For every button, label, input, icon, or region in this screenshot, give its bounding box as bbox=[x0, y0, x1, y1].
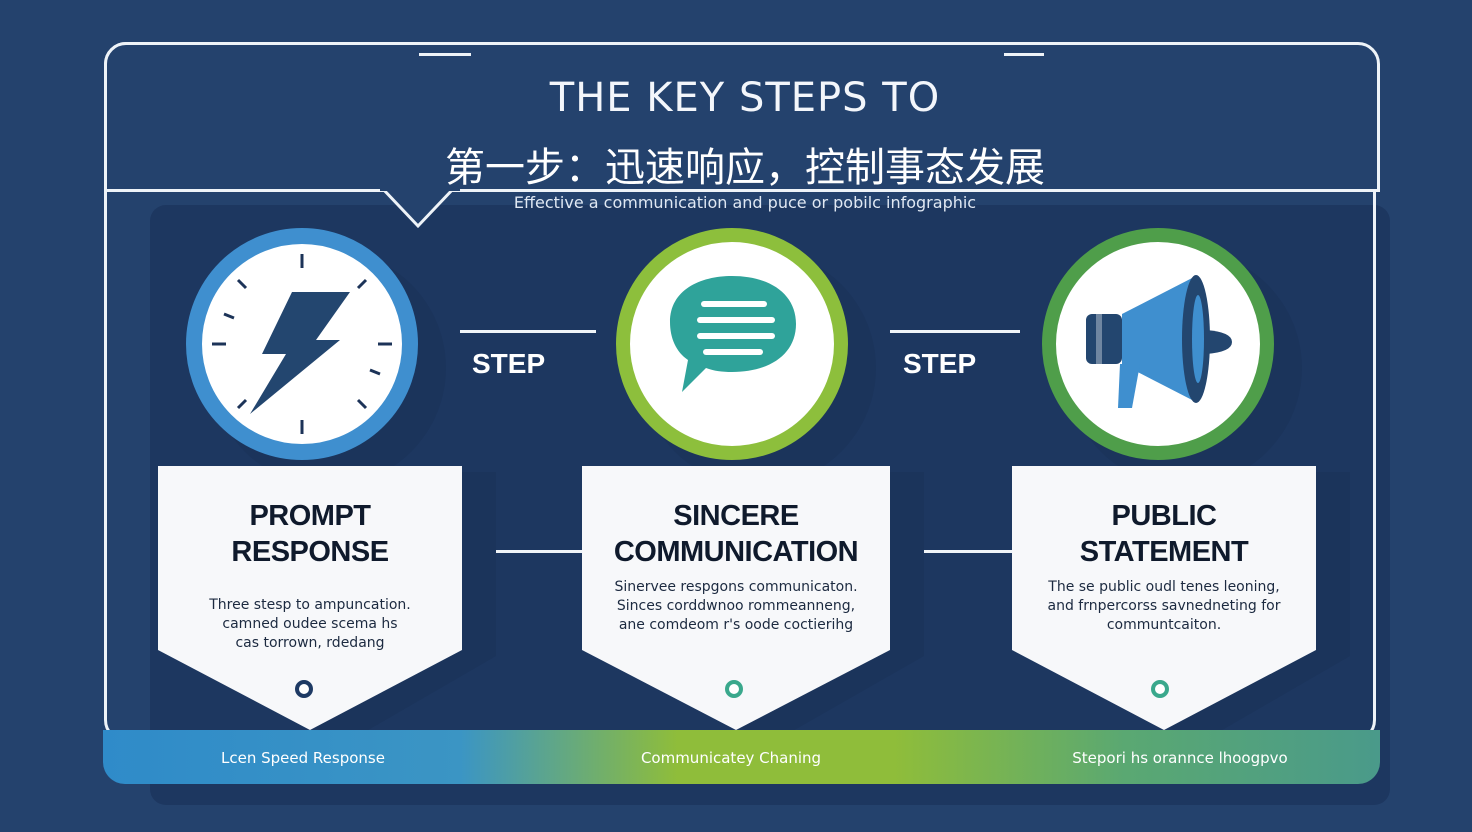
card-indicator-dot bbox=[725, 680, 743, 698]
megaphone-icon bbox=[1086, 275, 1232, 408]
connector-line-2 bbox=[890, 330, 1020, 333]
step-label-1: STEP bbox=[472, 348, 546, 379]
step-card-public: PUBLIC STATEMENT The se public oudl tene… bbox=[1012, 466, 1350, 744]
card-indicator-dot bbox=[1151, 680, 1169, 698]
card-body-line: camned oudee scema hs bbox=[222, 616, 398, 632]
card-body-line: The se public oudl tenes leoning, bbox=[1048, 579, 1280, 595]
card-body-line: Sinces corddwnoo rommeanneng, bbox=[616, 598, 856, 614]
connector-line-1 bbox=[460, 330, 596, 333]
card-title-line1: PUBLIC bbox=[1111, 500, 1217, 532]
card-body-line: Sinervee respgons communicaton. bbox=[614, 579, 858, 595]
card-shape bbox=[582, 466, 890, 730]
footer-item-1: Lcen Speed Response bbox=[221, 749, 385, 767]
footer-item-3: Stepori hs orannce lhoogpvo bbox=[1072, 749, 1288, 767]
title-line-left bbox=[419, 53, 471, 56]
card-body-line: Three stesp to ampuncation. bbox=[209, 597, 411, 613]
card-connector-2 bbox=[890, 550, 1012, 553]
lightning-clock-icon bbox=[212, 254, 392, 434]
card-title-line1: SINCERE bbox=[673, 500, 799, 532]
card-title-line2: STATEMENT bbox=[1079, 536, 1249, 568]
header-box: THE KEY STEPS TO 第一步：迅速响应，控制事态发展 Effecti… bbox=[104, 42, 1380, 212]
card-body-line: and frnpercorss savnedneting for bbox=[1047, 598, 1281, 614]
title-line-right bbox=[1004, 53, 1044, 56]
card-indicator-dot bbox=[295, 680, 313, 698]
header-pointer bbox=[380, 186, 460, 229]
step-label-2: STEP bbox=[903, 348, 977, 379]
card-body: Sinervee respgons communicaton. Sinces c… bbox=[602, 578, 870, 635]
card-body-line: ane comdeom r's oode coctierihg bbox=[618, 617, 854, 633]
card-shape bbox=[158, 466, 462, 730]
card-title: SINCERE COMMUNICATION bbox=[582, 498, 890, 570]
card-title-line1: PROMPT bbox=[249, 500, 371, 532]
speech-bubble-icon bbox=[670, 276, 796, 392]
card-title: PUBLIC STATEMENT bbox=[1012, 498, 1316, 570]
card-shape bbox=[1012, 466, 1316, 730]
page-subtitle: Effective a communication and puce or po… bbox=[513, 193, 977, 212]
bottom-gradient-bar: Lcen Speed Response Communicatey Chaning… bbox=[103, 730, 1380, 784]
card-body-line: communtcaiton. bbox=[1106, 617, 1222, 633]
card-body: Three stesp to ampuncation. camned oudee… bbox=[178, 596, 442, 653]
icon-circle-prompt bbox=[186, 228, 418, 460]
icon-circle-public bbox=[1042, 228, 1274, 460]
card-body: The se public oudl tenes leoning, and fr… bbox=[1032, 578, 1296, 635]
page-title-chinese: 第一步：迅速响应，控制事态发展 bbox=[445, 145, 1045, 191]
page-title: THE KEY STEPS TO bbox=[549, 75, 941, 121]
card-connector-1 bbox=[460, 550, 582, 553]
card-body-line: cas torrown, rdedang bbox=[235, 635, 385, 651]
icon-circle-sincere bbox=[616, 228, 848, 460]
card-title: PROMPT RESPONSE bbox=[158, 498, 462, 570]
card-title-line2: COMMUNICATION bbox=[613, 536, 859, 568]
step-card-sincere: SINCERE COMMUNICATION Sinervee respgons … bbox=[582, 466, 924, 744]
card-title-line2: RESPONSE bbox=[231, 536, 389, 568]
step-card-prompt: PROMPT RESPONSE Three stesp to ampuncati… bbox=[158, 466, 496, 744]
footer-item-2: Communicatey Chaning bbox=[640, 749, 822, 767]
